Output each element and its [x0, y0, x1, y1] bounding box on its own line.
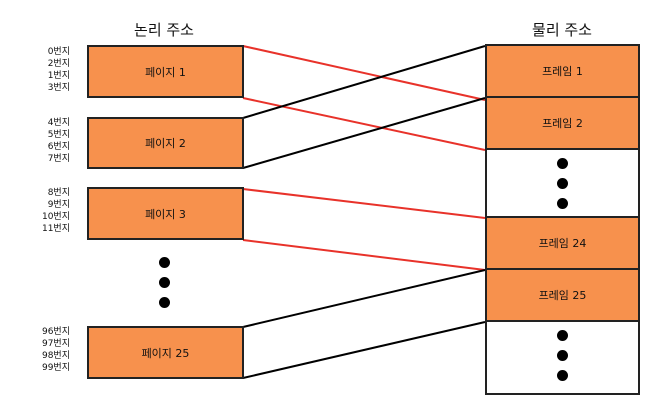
address-label: 4번지	[47, 118, 70, 128]
frame-label: 프레임 1	[542, 65, 583, 78]
page25-address-list: 96번지 97번지 98번지 99번지	[20, 326, 70, 374]
ellipsis-dot	[557, 370, 568, 381]
address-label: 2번지	[47, 59, 70, 69]
map-line-page3-frame25	[242, 239, 486, 271]
page-label: 페이지 3	[145, 207, 186, 221]
frame-label: 프레임 24	[538, 237, 587, 250]
frame-label: 프레임 2	[542, 117, 583, 130]
ellipsis-dot	[557, 178, 568, 189]
map-line-page1-frame2	[242, 97, 486, 151]
address-label: 7번지	[47, 154, 70, 164]
page-box-1: 페이지 1	[87, 45, 244, 98]
address-label: 98번지	[41, 351, 70, 361]
address-label: 9번지	[47, 200, 70, 210]
physical-address-title: 물리 주소	[532, 21, 592, 39]
page3-address-list: 8번지 9번지 10번지 11번지	[20, 187, 70, 235]
address-label: 96번지	[41, 327, 70, 337]
page2-address-list: 4번지 5번지 6번지 7번지	[20, 117, 70, 165]
address-label: 1번지	[47, 71, 70, 81]
map-line-page25-frame24	[242, 269, 486, 328]
ellipsis-dot	[159, 257, 170, 268]
map-line-page25-frame24	[242, 321, 486, 379]
page-label: 페이지 25	[141, 346, 190, 360]
ellipsis-dot	[557, 350, 568, 361]
page-box-3: 페이지 3	[87, 187, 244, 240]
frame-box-25: 프레임 25	[485, 268, 640, 322]
address-label: 10번지	[41, 212, 70, 222]
page-box-2: 페이지 2	[87, 117, 244, 169]
ellipsis-dot	[159, 277, 170, 288]
frame-box-24: 프레임 24	[485, 216, 640, 270]
page1-address-list: 0번지 2번지 1번지 3번지	[20, 46, 70, 94]
ellipsis-dot	[557, 158, 568, 169]
address-label: 8번지	[47, 188, 70, 198]
address-label: 97번지	[41, 339, 70, 349]
frame-box-1: 프레임 1	[485, 44, 640, 98]
logical-address-title: 논리 주소	[134, 21, 194, 39]
address-label: 3번지	[47, 83, 70, 93]
ellipsis-dot	[557, 330, 568, 341]
map-line-page2-frame1	[242, 97, 486, 169]
frame-label: 프레임 25	[538, 289, 587, 302]
map-line-page1-frame2	[242, 45, 486, 101]
map-line-page3-frame25	[242, 188, 486, 219]
page-label: 페이지 2	[145, 137, 186, 150]
address-label: 6번지	[47, 142, 70, 152]
ellipsis-dot	[557, 198, 568, 209]
frame-box-2: 프레임 2	[485, 96, 640, 150]
address-label: 5번지	[47, 130, 70, 140]
address-label: 11번지	[41, 224, 70, 234]
ellipsis-dot	[159, 297, 170, 308]
address-label: 0번지	[47, 47, 70, 57]
page-box-25: 페이지 25	[87, 326, 244, 379]
page-label: 페이지 1	[145, 65, 186, 79]
address-label: 99번지	[41, 363, 70, 373]
map-line-page2-frame1	[242, 45, 486, 119]
